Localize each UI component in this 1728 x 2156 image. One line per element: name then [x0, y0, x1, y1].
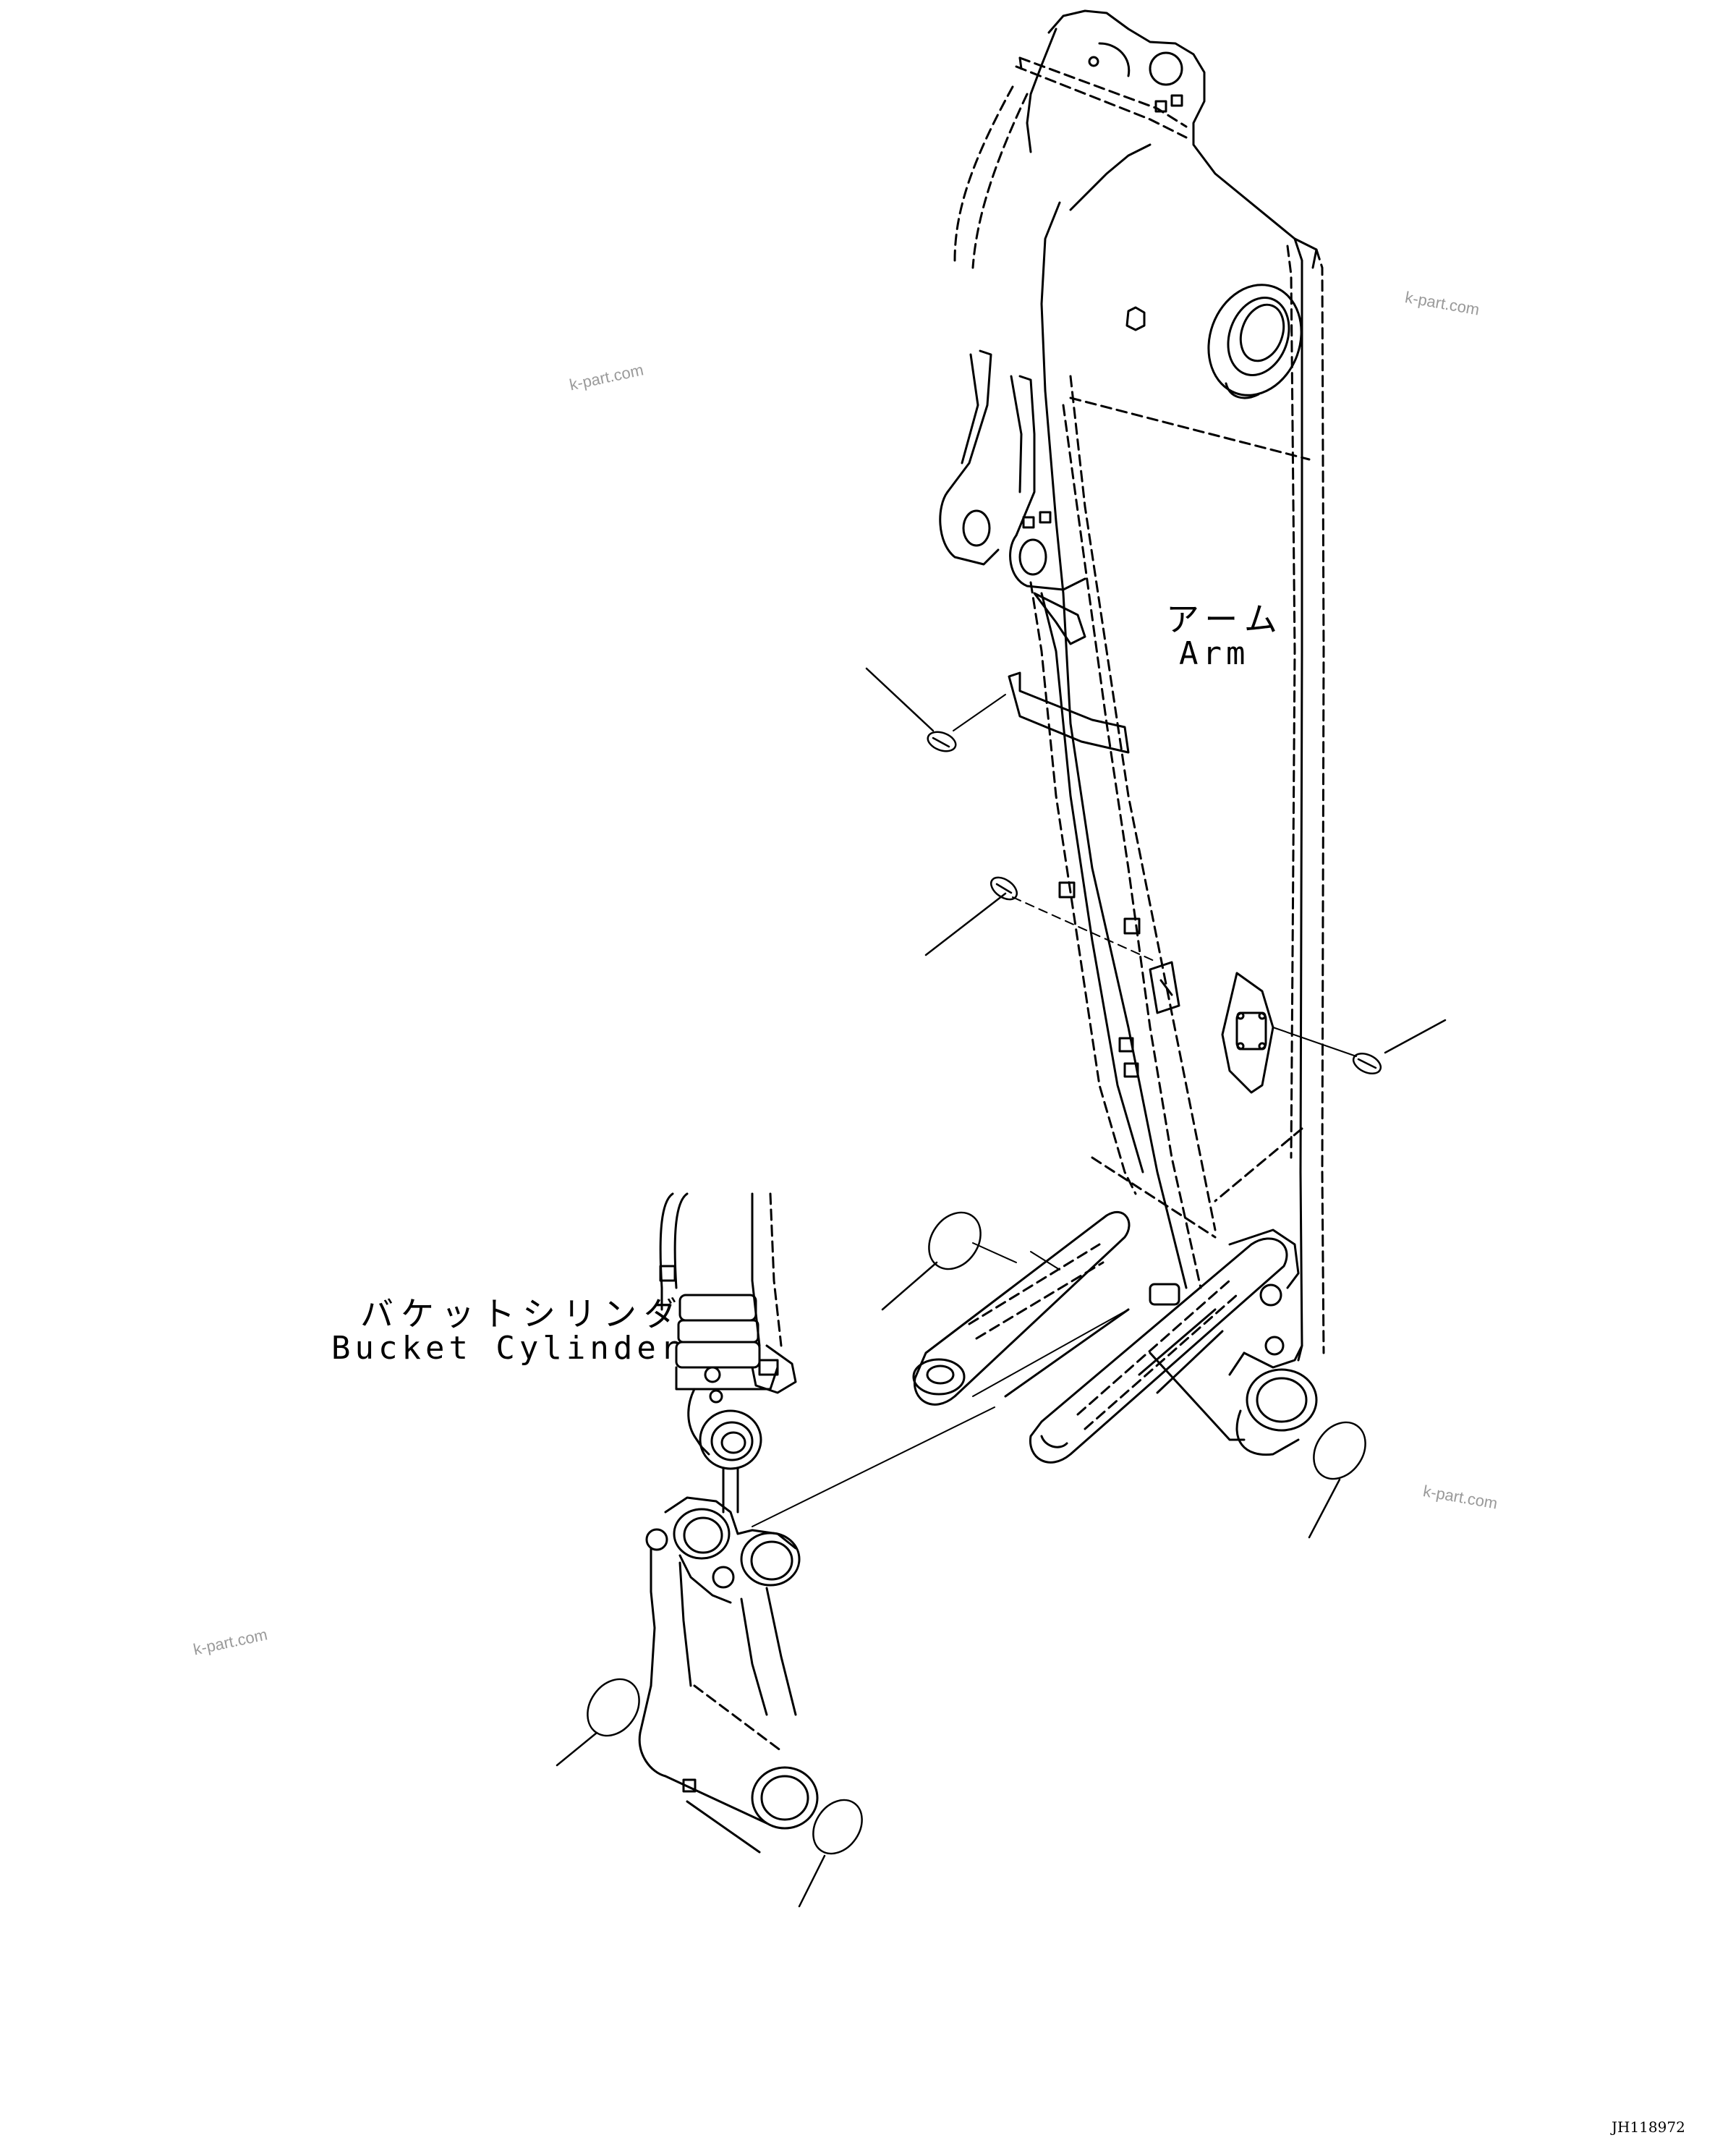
links [752, 1210, 1318, 1527]
bucket-cylinder-label-jp: バケットシリンダ [360, 1294, 684, 1333]
arm-label-en: Arm [1179, 635, 1250, 672]
arm-label-jp: アーム [1166, 600, 1285, 639]
bucket-link [638, 1496, 819, 1854]
part-callouts [556, 667, 1447, 1908]
bucket-cylinder-label-en: Bucket Cylinder [331, 1330, 684, 1367]
arm-body [939, 9, 1325, 1369]
bucket-cylinder [659, 1192, 797, 1514]
drawing-code: JH118972 [1612, 2118, 1685, 2136]
